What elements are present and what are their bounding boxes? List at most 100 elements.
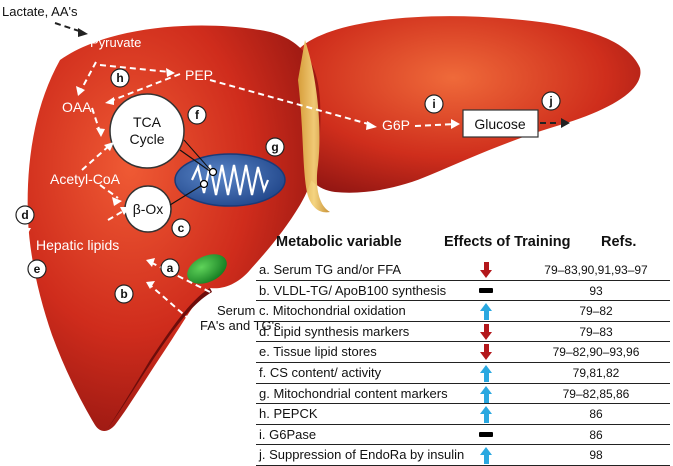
variable-cell: f. CS content/ activity bbox=[259, 364, 382, 380]
arrow-heads bbox=[21, 68, 460, 289]
svg-text:f: f bbox=[195, 108, 200, 122]
g6p-label: G6P bbox=[382, 117, 410, 133]
table-row: g. Mitochondrial content markers 79–82,85… bbox=[256, 384, 670, 405]
tca-label-line2: Cycle bbox=[129, 131, 164, 147]
table-row: j. Suppression of EndoRa by insulin 98 bbox=[256, 445, 670, 466]
variable-cell: a. Serum TG and/or FFA bbox=[259, 262, 402, 277]
tca-to-mito-line bbox=[179, 149, 215, 175]
lactate-label: Lactate, AA's bbox=[2, 4, 78, 19]
liver-left-lobe-shape bbox=[300, 16, 641, 193]
refs-cell: 79–83 bbox=[579, 324, 613, 339]
table-row: e. Tissue lipid stores 79–82,90–93,96 bbox=[256, 342, 670, 363]
svg-text:g: g bbox=[271, 140, 278, 154]
letter-markers: h f g i j d c e a b bbox=[15, 68, 561, 304]
down-arrow-icon bbox=[480, 262, 494, 279]
marker-j: j bbox=[541, 91, 561, 111]
mitochondrion-shape bbox=[174, 153, 286, 207]
mito-dot-1 bbox=[208, 167, 218, 177]
beta-ox-label: β-Ox bbox=[133, 201, 164, 217]
gallbladder-shape bbox=[187, 254, 227, 284]
refs-cell: 98 bbox=[589, 448, 603, 463]
down-arrow-icon bbox=[480, 323, 494, 341]
falciform-ligament bbox=[298, 40, 330, 213]
effect-cell bbox=[475, 302, 499, 321]
table-row: c. Mitochondrial oxidation 79–82 bbox=[256, 301, 670, 322]
table-row: h. PEPCK 86 bbox=[256, 404, 670, 425]
refs-cell: 79–82,90–93,96 bbox=[552, 345, 640, 360]
effect-cell bbox=[475, 282, 499, 300]
effect-cell bbox=[475, 385, 499, 403]
marker-b: b bbox=[114, 284, 134, 304]
svg-text:j: j bbox=[548, 94, 552, 108]
marker-a: a bbox=[160, 258, 180, 278]
glucose-label: Glucose bbox=[474, 116, 526, 132]
effect-cell bbox=[475, 261, 499, 279]
table-header: Metabolic variable Effects of Training R… bbox=[256, 232, 670, 260]
svg-text:b: b bbox=[120, 287, 127, 301]
marker-d: d bbox=[15, 205, 35, 225]
betaox-to-mito-line bbox=[169, 183, 205, 206]
svg-text:d: d bbox=[21, 208, 28, 222]
up-arrow-icon bbox=[480, 364, 494, 382]
marker-g: g bbox=[265, 137, 285, 157]
external-arrows bbox=[54, 22, 560, 124]
table-row: a. Serum TG and/or FFA 79–83,90,91,93–97 bbox=[256, 260, 670, 281]
effect-cell bbox=[475, 364, 499, 382]
variable-cell: h. PEPCK bbox=[259, 406, 318, 422]
up-arrow-icon bbox=[480, 447, 494, 465]
oaa-label: OAA bbox=[62, 99, 92, 115]
refs-cell: 86 bbox=[589, 407, 603, 422]
table-row: f. CS content/ activity 79,81,82 bbox=[256, 363, 670, 384]
variable-cell: g. Mitochondrial content markers bbox=[259, 385, 448, 401]
effect-cell bbox=[475, 446, 499, 465]
glucose-box bbox=[462, 109, 539, 138]
pep-label: PEP bbox=[185, 67, 213, 83]
svg-text:h: h bbox=[116, 71, 123, 85]
no-change-dash-icon bbox=[479, 431, 493, 437]
variable-cell: d. Lipid synthesis markers bbox=[259, 323, 410, 339]
effect-cell bbox=[475, 405, 499, 424]
refs-cell: 79–82,85,86 bbox=[562, 386, 630, 401]
svg-text:e: e bbox=[34, 262, 41, 276]
marker-f: f bbox=[187, 105, 207, 125]
pyruvate-label: Pyruvate bbox=[90, 35, 141, 50]
marker-e: e bbox=[27, 259, 47, 279]
metabolic-table: Metabolic variable Effects of Training R… bbox=[256, 232, 670, 466]
refs-cell: 93 bbox=[589, 283, 603, 298]
table-row: b. VLDL-TG/ ApoB100 synthesis 93 bbox=[256, 281, 670, 302]
header-refs: Refs. bbox=[601, 234, 637, 250]
hepatic-lipids-label: Hepatic lipids bbox=[36, 237, 119, 253]
liver-diagram: Lactate, AA's Pyruvate PEP OAA TCA Cycle… bbox=[2, 4, 641, 431]
variable-cell: j. Suppression of EndoRa by insulin bbox=[259, 447, 465, 463]
glucose-out-arrowhead bbox=[561, 118, 570, 128]
variable-cell: i. G6Pase bbox=[259, 426, 317, 442]
up-arrow-icon bbox=[480, 303, 494, 321]
table-row: d. Lipid synthesis markers 79–83 bbox=[256, 322, 670, 343]
marker-i: i bbox=[424, 94, 444, 114]
marker-h: h bbox=[110, 68, 130, 88]
no-change-dash-icon bbox=[479, 287, 493, 293]
refs-cell: 79–83,90,91,93–97 bbox=[544, 263, 648, 277]
variable-cell: c. Mitochondrial oxidation bbox=[259, 303, 406, 319]
variable-cell: e. Tissue lipid stores bbox=[259, 344, 377, 360]
tca-label-line1: TCA bbox=[133, 114, 162, 130]
up-arrow-icon bbox=[480, 385, 494, 403]
refs-cell: 79,81,82 bbox=[572, 365, 620, 380]
svg-text:i: i bbox=[432, 97, 435, 111]
header-variable: Metabolic variable bbox=[276, 234, 402, 250]
svg-text:a: a bbox=[167, 261, 174, 275]
serum-label-line1: Serum bbox=[217, 303, 255, 318]
down-arrow-icon bbox=[480, 344, 494, 361]
tca-cycle-circle bbox=[109, 93, 185, 169]
refs-cell: 86 bbox=[589, 427, 603, 442]
effect-cell bbox=[475, 323, 499, 341]
effect-cell bbox=[475, 343, 499, 361]
refs-cell: 79–82 bbox=[579, 304, 613, 319]
marker-c: c bbox=[171, 218, 191, 238]
header-effects: Effects of Training bbox=[444, 234, 571, 250]
variable-cell: b. VLDL-TG/ ApoB100 synthesis bbox=[259, 282, 447, 298]
table-body: a. Serum TG and/or FFA 79–83,90,91,93–97 b… bbox=[256, 260, 670, 466]
mito-dot-2 bbox=[199, 179, 209, 189]
up-arrow-icon bbox=[480, 406, 494, 424]
effect-cell bbox=[475, 426, 499, 444]
